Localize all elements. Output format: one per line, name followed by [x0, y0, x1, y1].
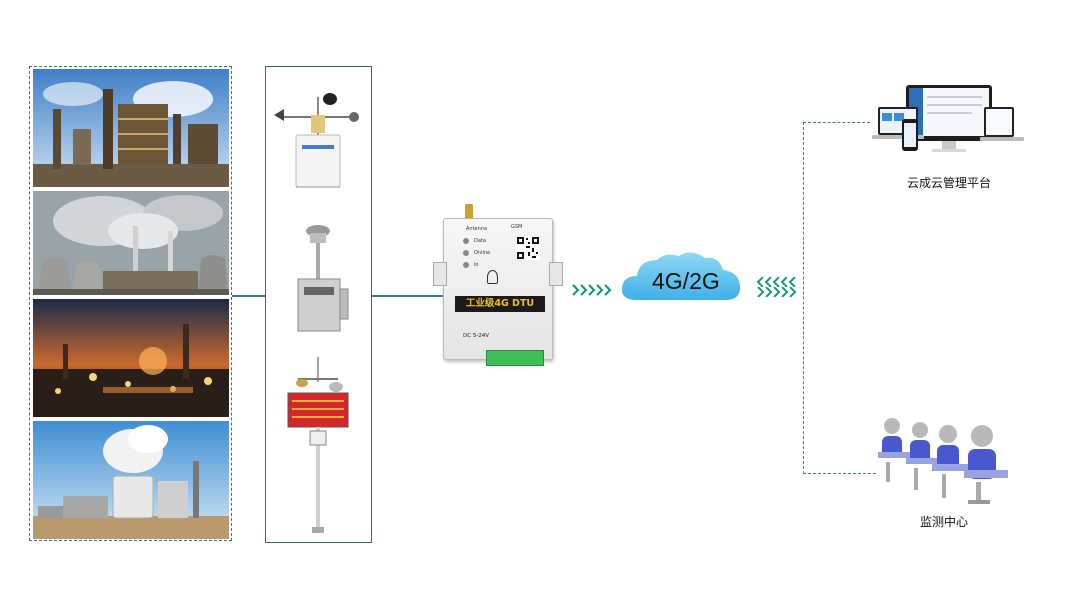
dust-monitor-device [266, 217, 370, 335]
antenna-icon [465, 204, 473, 222]
dtu-banner-text: 工业级4G DTU [465, 298, 535, 309]
cloud-icon [619, 250, 743, 304]
display-pole-device [266, 357, 370, 537]
night-plant-photo [33, 299, 229, 417]
indicator-label: Data [474, 238, 486, 244]
bracket-line [803, 122, 804, 474]
qr-code-icon [516, 236, 540, 260]
led-icon [463, 250, 469, 256]
mount-ear [549, 262, 563, 286]
power-plant-photo [33, 191, 229, 295]
data-flow-arrows-icon [754, 272, 800, 291]
power-label: DC 5-24V [463, 333, 490, 339]
cloud-label: 4G/2G [652, 268, 720, 294]
chemical-plant-photo [33, 421, 229, 539]
antenna-label: Antenna [466, 226, 488, 232]
mount-ear [433, 262, 447, 286]
data-flow-arrows-icon [569, 281, 615, 300]
bracket-line [803, 122, 870, 123]
monitoring-center-label: 监测中心 [920, 515, 969, 529]
indicator-label: io [474, 262, 479, 268]
bracket-line [803, 473, 876, 474]
led-icon [463, 262, 469, 268]
industrial-sites-panel [29, 66, 232, 541]
indicator-label: Online [474, 250, 491, 256]
monitoring-center-image [876, 412, 1016, 507]
management-platform-devices [872, 85, 1024, 160]
logo-icon [487, 270, 498, 284]
weather-station-device [266, 87, 370, 197]
refinery-photo [33, 69, 229, 187]
terminal-block [486, 350, 544, 366]
platform-label: 云成云管理平台 [907, 176, 992, 190]
sensor-devices-panel [265, 66, 372, 543]
connector-line [232, 295, 265, 297]
dtu-banner: 工业级4G DTU [455, 296, 545, 312]
connector-line [372, 295, 444, 297]
led-icon [463, 238, 469, 244]
gsm-label: GSM [511, 224, 523, 230]
data-flow-arrows-icon [754, 282, 800, 301]
